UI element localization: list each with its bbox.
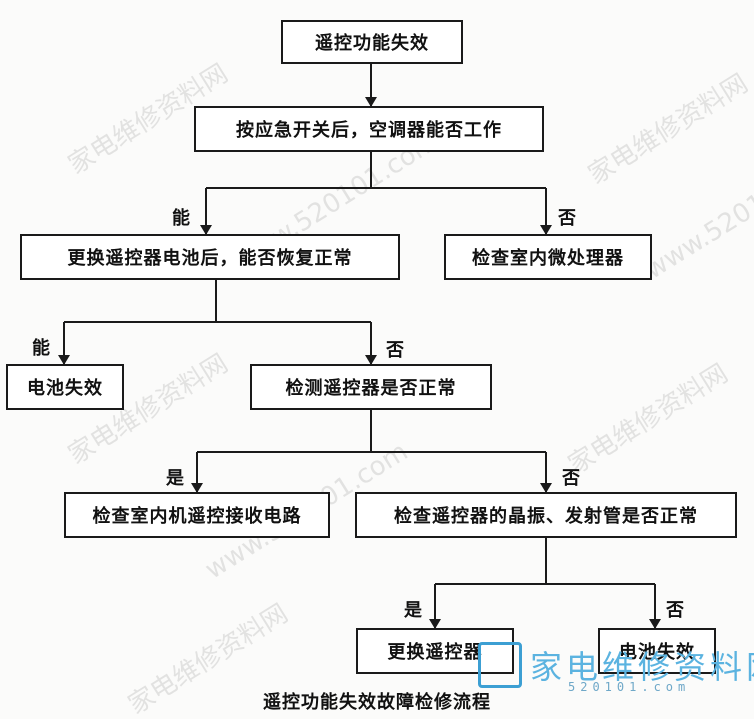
branch-label-no: 否	[386, 340, 404, 361]
node-check-crystal-emitter: 检查遥控器的晶振、发射管是否正常	[355, 492, 737, 538]
branch-label-yes: 能	[32, 338, 50, 359]
branch-label-yes: 能	[172, 208, 190, 229]
node-emergency-switch-check: 按应急开关后，空调器能否工作	[194, 106, 544, 152]
diagram-caption: 遥控功能失效故障检修流程	[263, 692, 491, 713]
branch-label-yes: 是	[404, 600, 422, 621]
logo-url: 520101.com	[568, 680, 691, 694]
node-test-remote: 检测遥控器是否正常	[250, 364, 492, 410]
branch-label-yes: 是	[166, 468, 184, 489]
node-replace-remote: 更换遥控器	[356, 628, 514, 674]
node-battery-failure: 电池失效	[6, 364, 124, 410]
node-check-receiver-circuit: 检查室内机遥控接收电路	[64, 492, 330, 538]
node-remote-failure: 遥控功能失效	[281, 20, 463, 64]
logo-text: 家电维修资料网	[530, 648, 754, 686]
branch-label-no: 否	[562, 468, 580, 489]
logo-icon	[478, 642, 522, 688]
node-check-indoor-mcu: 检查室内微处理器	[444, 234, 652, 280]
branch-label-no: 否	[666, 600, 684, 621]
node-battery-failure-2: 电池失效	[598, 628, 716, 674]
branch-label-no: 否	[558, 208, 576, 229]
node-replace-battery-check: 更换遥控器电池后，能否恢复正常	[20, 234, 400, 280]
site-logo: 家电维修资料网 520101.com	[478, 642, 754, 698]
